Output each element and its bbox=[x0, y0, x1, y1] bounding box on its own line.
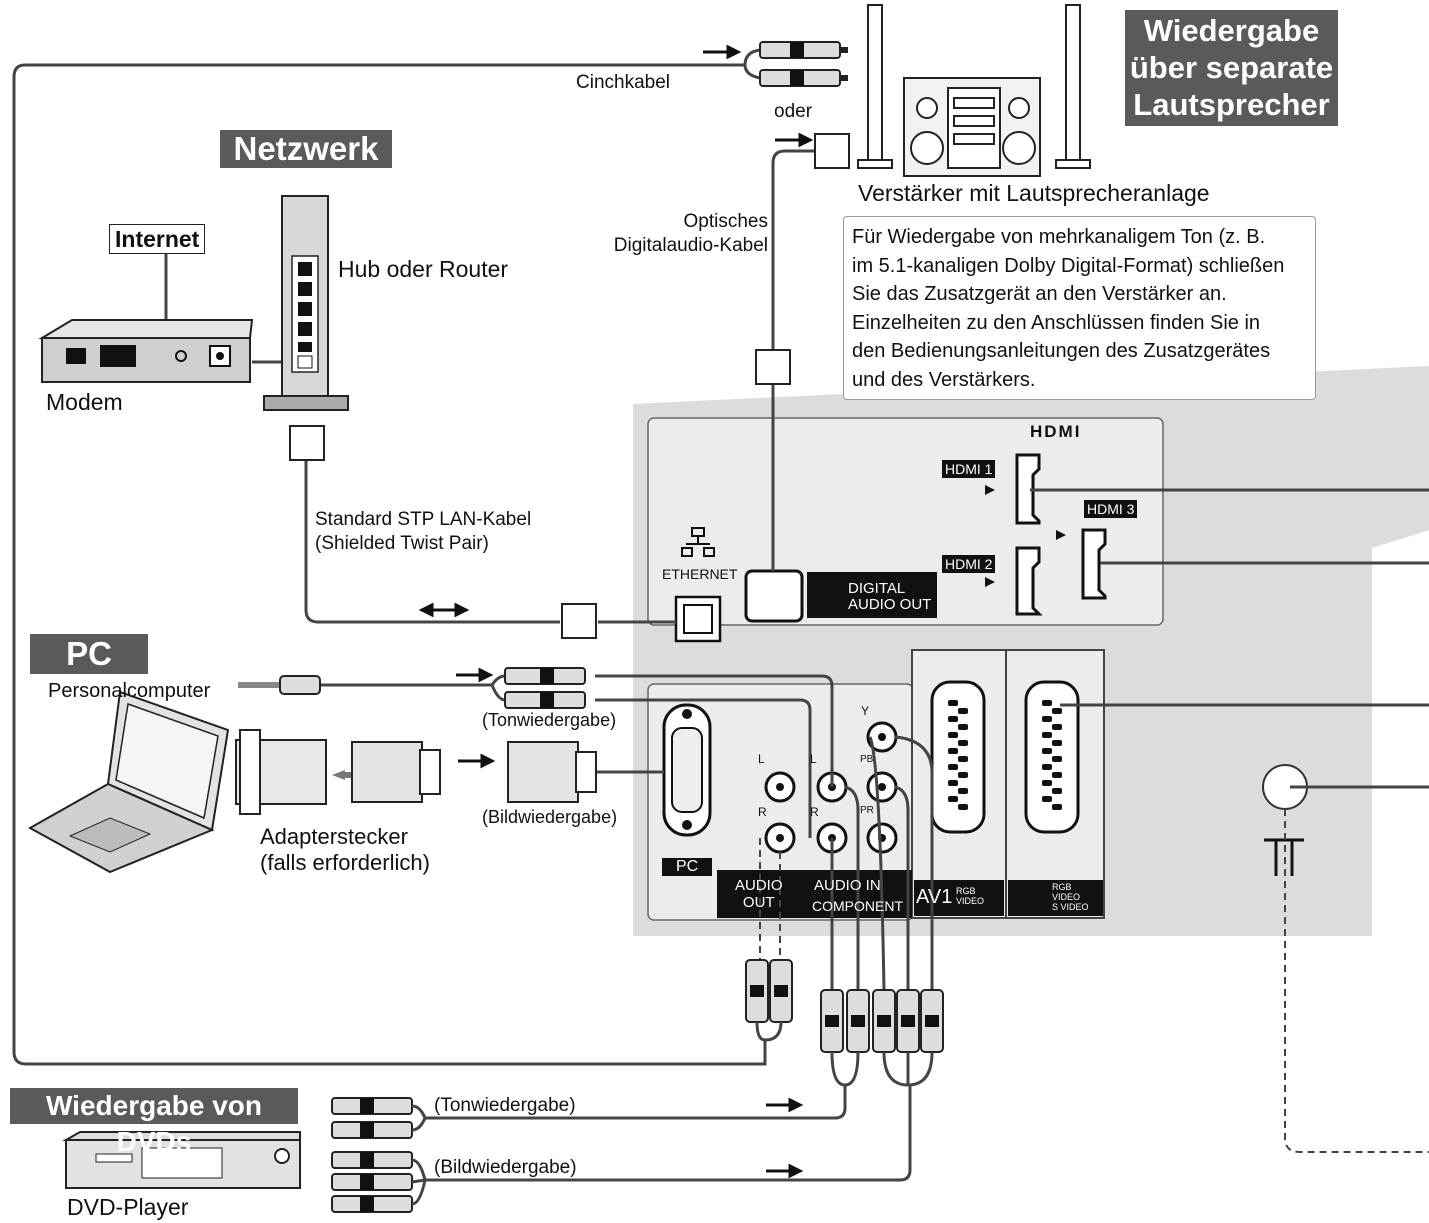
component-label: COMPONENT bbox=[812, 898, 903, 914]
audio-out-label: AUDIO OUT bbox=[735, 877, 783, 911]
label-line: AUDIO bbox=[735, 877, 783, 894]
modem-label: Modem bbox=[46, 389, 123, 415]
label-line: Standard STP LAN-Kabel bbox=[315, 509, 532, 530]
ethernet-port bbox=[674, 595, 722, 643]
label-line: RGB bbox=[1052, 882, 1072, 892]
note-line: Sie das Zusatzgerät an den Verstärker an… bbox=[852, 283, 1227, 305]
note-line: Einzelheiten zu den Anschlüssen finden S… bbox=[852, 311, 1261, 334]
dvd-player bbox=[62, 1131, 301, 1189]
hub-router-label: Hub oder Router bbox=[338, 256, 509, 282]
lan-cable-label: Standard STP LAN-Kabel (Shielded Twist P… bbox=[315, 508, 531, 556]
av1-label: AV1 bbox=[916, 886, 953, 908]
label-line: Optisches bbox=[683, 211, 768, 232]
speaker-system bbox=[857, 4, 1091, 177]
adapter-label: Adapterstecker (falls erforderlich) bbox=[260, 824, 430, 876]
mini-jack-plug bbox=[238, 675, 321, 695]
dvd-sound-label: (Tonwiedergabe) bbox=[434, 1095, 576, 1116]
label-line: DIGITAL bbox=[848, 580, 906, 597]
heading-line: Lautsprecher bbox=[1133, 87, 1330, 122]
cinch-plugs-top bbox=[743, 41, 848, 87]
note-line: und des Verstärkers. bbox=[852, 368, 1036, 391]
note-box: Für Wiedergabe von mehrkanaligem Ton (z.… bbox=[843, 216, 1316, 400]
note-line: im 5.1-kanaligen Dolby Digital-Format) s… bbox=[852, 254, 1285, 277]
heading-network: Netzwerk bbox=[220, 130, 392, 168]
internet-label: Internet bbox=[109, 224, 206, 254]
hdmi-logo: HDMI bbox=[1030, 422, 1082, 441]
pc-port-label: PC bbox=[676, 858, 699, 875]
or-label: oder bbox=[774, 101, 813, 122]
label-line: (falls erforderlich) bbox=[260, 850, 430, 875]
scart-sockets bbox=[930, 680, 1080, 834]
heading-pc: PC bbox=[30, 634, 148, 674]
hdmi1-label: HDMI 1 bbox=[942, 460, 996, 478]
optical-cable-label: Optisches Digitalaudio-Kabel bbox=[598, 210, 768, 258]
jack-l-audio-out: L bbox=[758, 752, 765, 766]
modem bbox=[38, 319, 254, 383]
jack-y: Y bbox=[861, 704, 870, 718]
hdmi-ports bbox=[1015, 453, 1107, 616]
label-line: VIDEO bbox=[1052, 892, 1081, 902]
sound-playback-label: (Tonwiedergabe) bbox=[482, 710, 617, 730]
dvd-player-label: DVD-Player bbox=[67, 1194, 189, 1220]
bottom-rca-plugs bbox=[745, 959, 944, 1087]
jack-l-audio-in: L bbox=[810, 752, 817, 766]
note-line: Für Wiedergabe von mehrkanaligem Ton (z.… bbox=[852, 226, 1266, 248]
dvd-picture-label: (Bildwiedergabe) bbox=[434, 1157, 577, 1178]
jack-pr: PR bbox=[860, 805, 874, 816]
audio-in-label: AUDIO IN bbox=[814, 877, 881, 894]
label-line: Digitalaudio-Kabel bbox=[613, 235, 768, 256]
picture-playback-label: (Bildwiedergabe) bbox=[482, 807, 618, 827]
label-line: (Shielded Twist Pair) bbox=[315, 533, 489, 554]
laptop bbox=[27, 690, 230, 874]
pc-rca-plugs bbox=[490, 667, 586, 709]
jack-r-audio-in: R bbox=[810, 805, 819, 819]
label-line: Adapterstecker bbox=[260, 824, 408, 849]
label-line: S VIDEO bbox=[1052, 902, 1089, 912]
heading-line: über separate bbox=[1129, 50, 1334, 85]
vga-connector bbox=[235, 729, 597, 815]
router bbox=[263, 195, 349, 411]
rgb-video-svideo-label: RGB VIDEO S VIDEO bbox=[1052, 882, 1089, 912]
label-line: RGB bbox=[956, 886, 976, 896]
hdmi3-label: HDMI 3 bbox=[1084, 500, 1138, 518]
cinch-cable-label: Cinchkabel bbox=[576, 72, 670, 93]
personal-computer-label: Personalcomputer bbox=[48, 680, 211, 702]
rgb-video-label: RGB VIDEO bbox=[956, 886, 984, 906]
dvd-rca-plugs bbox=[331, 1097, 427, 1213]
ethernet-label: ETHERNET bbox=[662, 566, 738, 582]
jack-pb: PB bbox=[860, 754, 874, 765]
digital-audio-out-label: DIGITAL AUDIO OUT bbox=[848, 581, 931, 613]
heading-separate-speakers: Wiedergabe über separate Lautsprecher bbox=[1125, 10, 1338, 126]
network-icon bbox=[681, 527, 715, 557]
cables bbox=[12, 63, 1429, 1182]
label-line: OUT bbox=[742, 894, 775, 911]
label-line: AUDIO OUT bbox=[848, 596, 932, 613]
label-line: VIDEO bbox=[956, 896, 985, 906]
hdmi2-label: HDMI 2 bbox=[942, 555, 996, 573]
optical-port bbox=[744, 569, 804, 623]
amplifier-label: Verstärker mit Lautsprecheranlage bbox=[858, 180, 1210, 206]
heading-line: Wiedergabe bbox=[1143, 13, 1320, 48]
jack-r-audio-out: R bbox=[758, 805, 767, 819]
note-line: den Bedienungsanleitungen des Zusatzgerä… bbox=[852, 340, 1271, 362]
heading-dvd: Wiedergabe von DVDs bbox=[10, 1088, 298, 1157]
